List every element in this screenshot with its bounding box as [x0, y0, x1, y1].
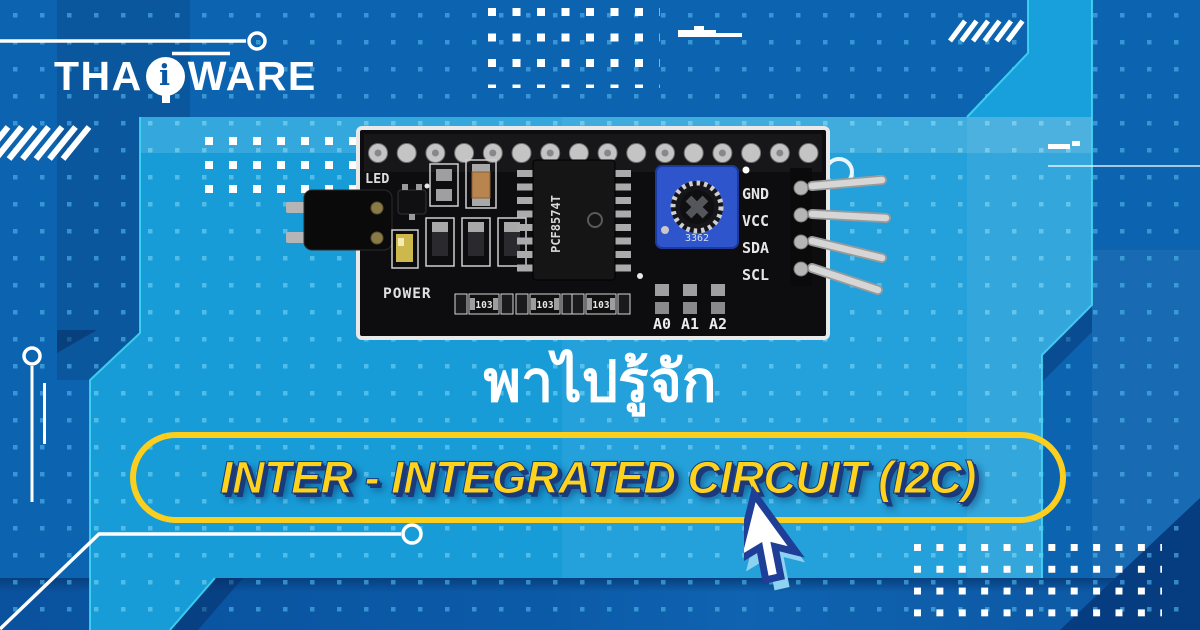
- thai-heading: พาไปรู้จัก: [483, 349, 717, 415]
- ic-pcf8574: PCF8574T: [517, 159, 631, 281]
- label-scl: SCL: [742, 266, 769, 284]
- cursor-arrow: [744, 486, 805, 585]
- label-gnd: GND: [742, 185, 769, 203]
- smd-103-resistors: 103 103 103: [454, 293, 631, 315]
- white-square-grid-bottom-right: [914, 544, 1162, 630]
- trimmer-potentiometer: 3362: [655, 165, 739, 249]
- top-pin-header: [368, 143, 819, 163]
- trimmer-marking: 3362: [685, 233, 709, 244]
- address-pads: A0 A1 A2: [653, 284, 727, 333]
- logo-i-circle-icon: i: [145, 57, 185, 103]
- via-dot: [742, 166, 750, 174]
- pin-labels: GND VCC SDA SCL: [742, 185, 769, 284]
- label-led: LED: [365, 171, 389, 187]
- via-dot: [424, 183, 430, 189]
- right-pin-header: [790, 168, 891, 295]
- label-vcc: VCC: [742, 212, 769, 230]
- label-a0: A0: [653, 315, 671, 333]
- title-pill: INTER - INTEGRATED CIRCUIT (I2C): [130, 432, 1066, 523]
- smd-components: [391, 159, 527, 269]
- white-square-grid-top: [488, 8, 660, 88]
- led-jumper: [286, 189, 393, 251]
- i2c-module-photo: LED POWER: [286, 126, 891, 340]
- ic-marking: PCF8574T: [549, 195, 563, 253]
- label-a2: A2: [709, 315, 727, 333]
- cursor-icon: [744, 486, 805, 591]
- thaiware-logo: THA i WARE: [54, 53, 317, 103]
- via-dot: [637, 273, 643, 279]
- label-a1: A1: [681, 315, 699, 333]
- main-title: INTER - INTEGRATED CIRCUIT (I2C): [220, 451, 977, 503]
- label-power: POWER: [383, 286, 432, 302]
- white-square-grid-left: [205, 137, 357, 199]
- logo-text-pre: THA: [54, 53, 143, 99]
- svg-text:103: 103: [475, 300, 492, 311]
- logo-text-post: WARE: [187, 53, 317, 99]
- label-sda: SDA: [742, 239, 769, 257]
- svg-text:103: 103: [536, 300, 553, 311]
- svg-text:103: 103: [592, 300, 609, 311]
